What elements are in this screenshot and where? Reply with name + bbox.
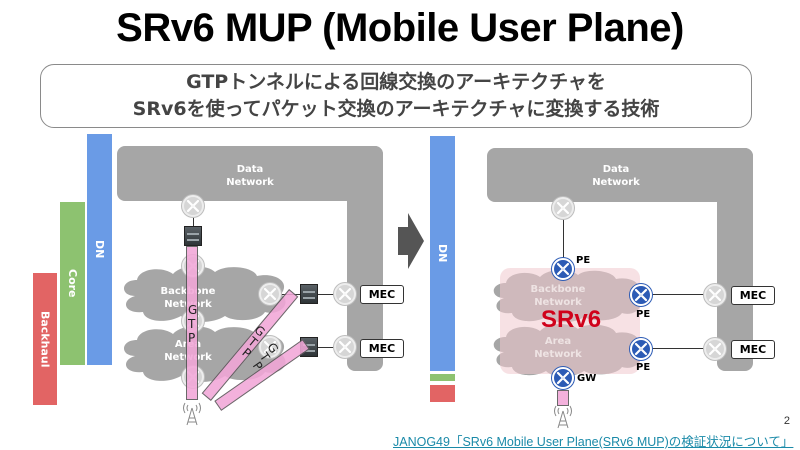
summary-line-1: GTPトンネルによる回線交換のアーキテクチャを bbox=[186, 71, 606, 93]
router-icon bbox=[182, 195, 204, 217]
data-network-spine bbox=[717, 148, 753, 371]
gw-router-icon bbox=[552, 367, 574, 389]
reference-link[interactable]: JANOG49「SRv6 Mobile User Plane(SRv6 MUP)… bbox=[393, 435, 794, 449]
srv6-label: SRv6 bbox=[541, 306, 602, 333]
pe-label: PE bbox=[636, 309, 651, 320]
core-layer-bar: Core bbox=[60, 202, 85, 365]
router-icon bbox=[334, 336, 356, 358]
gateway-server-icon bbox=[184, 226, 202, 246]
dn-layer-bar: DN bbox=[87, 134, 112, 365]
router-icon bbox=[259, 283, 281, 305]
data-network-label: Data Network bbox=[226, 164, 274, 188]
summary-box: GTPトンネルによる回線交換のアーキテクチャを SRv6を使ってパケット交換のア… bbox=[40, 64, 752, 128]
backhaul-layer-bar: Backhaul bbox=[33, 273, 57, 405]
mec-box: MEC bbox=[731, 286, 775, 305]
area-label: Area Network bbox=[534, 336, 582, 360]
backbone-cloud bbox=[123, 266, 286, 322]
data-network-label: Data Network bbox=[592, 164, 640, 188]
gateway-server-icon bbox=[300, 284, 318, 304]
pe-label: PE bbox=[576, 255, 591, 266]
gtp-letter: P bbox=[188, 331, 196, 345]
data-network-block bbox=[117, 146, 383, 201]
backhaul-layer-bar bbox=[430, 385, 455, 402]
base-station-antenna-icon bbox=[183, 402, 201, 426]
router-icon bbox=[259, 336, 281, 358]
link-line bbox=[563, 217, 564, 259]
access-tunnel bbox=[557, 390, 569, 406]
summary-line-2: SRv6を使ってパケット交換のアーキテクチャに変換する技術 bbox=[132, 98, 660, 120]
backhaul-label: Backhaul bbox=[38, 310, 52, 368]
data-network-block bbox=[487, 148, 753, 202]
pe-router-icon bbox=[630, 284, 652, 306]
slide-title: SRv6 MUP (Mobile User Plane) bbox=[116, 6, 684, 50]
base-station-antenna-icon bbox=[554, 405, 572, 429]
link-line bbox=[318, 347, 336, 348]
link-line bbox=[652, 294, 710, 295]
dn-layer-bar: DN bbox=[430, 136, 455, 371]
mec-box: MEC bbox=[731, 340, 775, 359]
core-label: Core bbox=[66, 269, 79, 298]
gtp-letter: T bbox=[188, 317, 196, 331]
pe-router-icon bbox=[630, 338, 652, 360]
page-number: 2 bbox=[783, 415, 790, 427]
pe-label: PE bbox=[636, 362, 651, 373]
link-line bbox=[318, 294, 336, 295]
data-network-spine bbox=[347, 146, 383, 371]
gtp-tunnel bbox=[186, 246, 198, 400]
backbone-label: Backbone Network bbox=[530, 284, 586, 308]
gtp-letter: G bbox=[188, 303, 198, 317]
link-line bbox=[193, 215, 194, 229]
link-line bbox=[652, 348, 710, 349]
dn-label: DN bbox=[436, 244, 449, 263]
gw-label: GW bbox=[577, 373, 597, 384]
router-icon bbox=[334, 283, 356, 305]
mec-box: MEC bbox=[360, 285, 404, 304]
router-icon bbox=[552, 197, 574, 219]
transition-arrow-icon bbox=[398, 213, 424, 269]
router-icon bbox=[704, 338, 726, 360]
mec-box: MEC bbox=[360, 339, 404, 358]
dn-label: DN bbox=[93, 240, 106, 259]
srv6-domain-overlay bbox=[500, 268, 640, 374]
core-layer-bar bbox=[430, 374, 455, 381]
router-icon bbox=[704, 284, 726, 306]
pe-router-icon bbox=[552, 258, 574, 280]
